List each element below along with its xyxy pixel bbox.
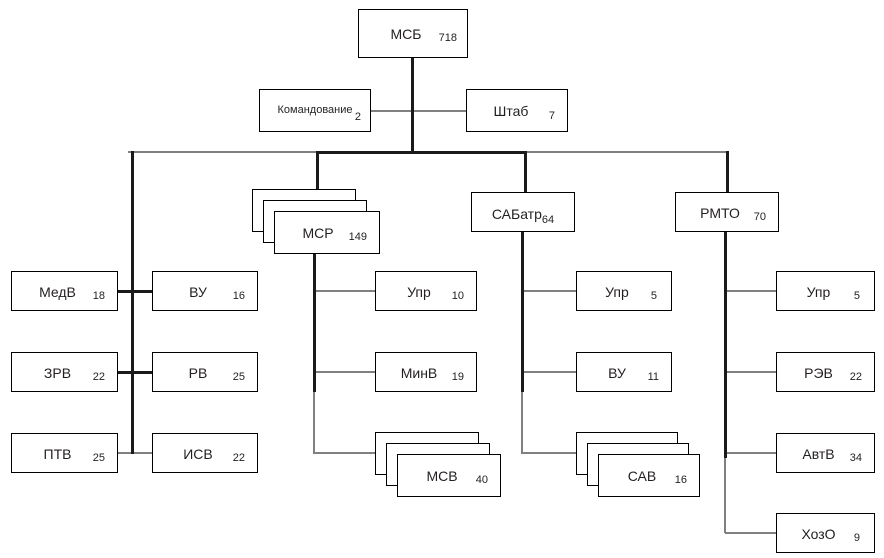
connector-komandovanie-trunk (370, 110, 413, 112)
connector-sabatr-upr (522, 290, 577, 292)
node-shtab-label: Штаб (493, 103, 529, 119)
connector-rmto-sub-bus-lower (724, 455, 726, 533)
node-rv-count: 25 (232, 371, 245, 383)
node-upr-msr-count: 10 (451, 290, 464, 302)
connector-main-bus-center (316, 151, 527, 154)
node-upr-msr[interactable]: Упр 10 (375, 271, 477, 311)
node-medv[interactable]: МедВ 18 (11, 271, 118, 311)
node-isv[interactable]: ИСВ 22 (152, 433, 258, 473)
connector-sabatr-sub-bus-upper (521, 231, 524, 392)
connector-rmto-sub-bus-upper (724, 231, 727, 458)
node-vu-sabatr-count: 11 (647, 371, 659, 383)
connector-rmto-avtv (725, 452, 777, 454)
node-hozo-label: ХозО (801, 526, 836, 542)
node-msb-count: 718 (438, 32, 457, 44)
node-sabatr-label-wrap: САБатр64 (472, 207, 574, 226)
connector-sabatr-vu (522, 371, 577, 373)
node-zrv-label: ЗРВ (43, 365, 72, 381)
node-rmto-count: 70 (753, 211, 766, 223)
node-vu-sabatr[interactable]: ВУ 11 (576, 352, 672, 392)
node-avtv-count: 34 (849, 452, 862, 464)
connector-msr-sub-bus-lower (313, 390, 315, 454)
node-vu-left[interactable]: ВУ 16 (152, 271, 258, 311)
node-avtv-label: АвтВ (802, 446, 835, 462)
node-msv-count: 40 (475, 474, 488, 486)
connector-msr-upr (314, 290, 376, 292)
node-upr-sabatr[interactable]: Упр 5 (576, 271, 672, 311)
node-rv-label: РВ (188, 365, 208, 381)
connector-ptv-isv (118, 452, 153, 454)
node-avtv[interactable]: АвтВ 34 (776, 433, 875, 473)
node-minv-label: МинВ (400, 365, 438, 381)
connector-trunk-shtab (411, 110, 467, 112)
node-msb[interactable]: МСБ 718 (358, 9, 468, 58)
node-sabatr-label: САБатр (491, 206, 542, 222)
node-msr-label: МСР (302, 225, 334, 241)
connector-msr-minv (314, 371, 376, 373)
node-upr-rmto-count: 5 (853, 290, 860, 302)
node-ptv[interactable]: ПТВ 25 (11, 433, 118, 473)
connector-main-bus-right (525, 151, 728, 153)
connector-bus-to-rmto (726, 151, 729, 193)
node-zrv-count: 22 (92, 371, 105, 383)
node-komandovanie[interactable]: Командование 2 (259, 89, 371, 132)
node-rev-label: РЭВ (804, 365, 833, 381)
node-isv-label: ИСВ (183, 446, 213, 462)
connector-msb-trunk (411, 57, 414, 153)
node-sav-label: САВ (627, 468, 657, 484)
connector-sabatr-sub-bus-lower (521, 390, 523, 454)
node-hozo-count: 9 (853, 532, 860, 544)
connector-rmto-hozo (725, 532, 777, 534)
node-msv[interactable]: МСВ 40 (397, 454, 501, 497)
node-vu-sabatr-label: ВУ (608, 365, 626, 381)
node-ptv-count: 25 (92, 452, 105, 464)
node-msv-label: МСВ (426, 468, 458, 484)
connector-msr-msv (314, 452, 376, 454)
node-vu-left-count: 16 (232, 290, 245, 302)
node-shtab[interactable]: Штаб 7 (466, 89, 568, 132)
node-isv-count: 22 (232, 452, 245, 464)
connector-medv-vu (118, 290, 153, 293)
node-upr-msr-label: Упр (407, 284, 431, 300)
node-sav-count: 16 (674, 474, 687, 486)
node-komandovanie-count: 2 (354, 111, 361, 123)
node-medv-label: МедВ (39, 284, 76, 300)
node-msr-count: 149 (348, 231, 367, 243)
node-zrv[interactable]: ЗРВ 22 (11, 352, 118, 392)
node-upr-sabatr-count: 5 (650, 290, 657, 302)
node-shtab-count: 7 (548, 110, 555, 122)
node-rev[interactable]: РЭВ 22 (776, 352, 875, 392)
connector-main-bus-left (128, 151, 413, 153)
node-rv[interactable]: РВ 25 (152, 352, 258, 392)
node-upr-rmto[interactable]: Упр 5 (776, 271, 875, 311)
node-komandovanie-label: Командование (277, 104, 353, 116)
connector-left-bus (131, 151, 134, 454)
node-rev-count: 22 (849, 371, 862, 383)
connector-rmto-upr (725, 290, 777, 292)
node-minv[interactable]: МинВ 19 (375, 352, 477, 392)
connector-zrv-rv (118, 371, 153, 374)
connector-msr-sub-bus-upper (313, 252, 316, 392)
node-minv-count: 19 (451, 371, 464, 383)
node-vu-left-label: ВУ (189, 284, 207, 300)
node-sabatr[interactable]: САБатр64 (471, 192, 575, 232)
node-sabatr-count: 64 (541, 213, 555, 226)
connector-bus-to-sabatr (524, 151, 527, 193)
connector-sabatr-sav (522, 452, 577, 454)
node-msb-label: МСБ (390, 26, 422, 42)
node-upr-rmto-label: Упр (806, 284, 831, 300)
node-medv-count: 18 (92, 290, 105, 302)
node-rmto[interactable]: РМТО 70 (675, 192, 779, 232)
node-hozo[interactable]: ХозО 9 (776, 513, 875, 553)
node-ptv-label: ПТВ (43, 446, 72, 462)
connector-rmto-rev (725, 371, 777, 373)
node-sav[interactable]: САВ 16 (598, 454, 700, 497)
node-rmto-label: РМТО (700, 205, 740, 221)
node-msr[interactable]: МСР 149 (274, 211, 380, 254)
connector-bus-to-msr (316, 151, 319, 200)
node-upr-sabatr-label: Упр (605, 284, 629, 300)
